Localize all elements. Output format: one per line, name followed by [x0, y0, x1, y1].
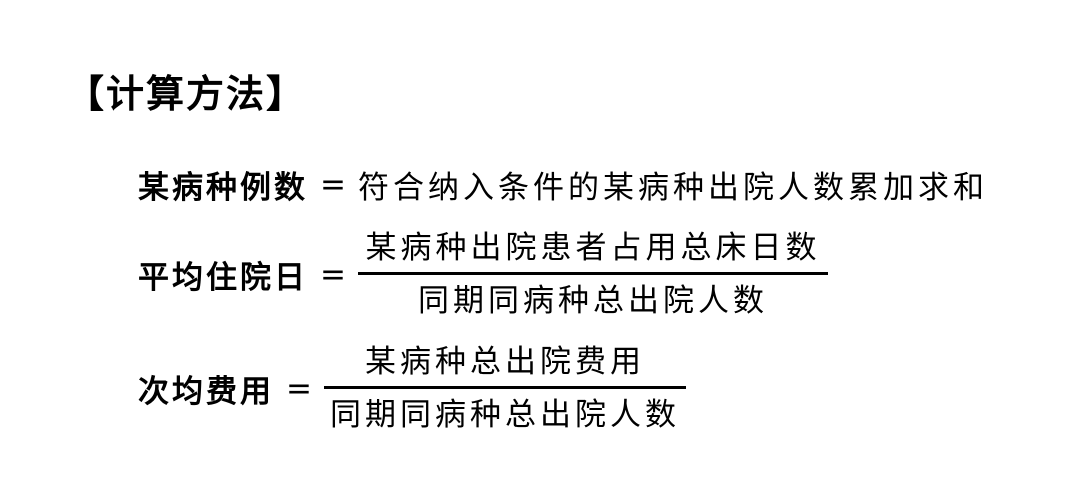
equals-sign: = [320, 166, 346, 203]
formula-term: 某病种例数 [138, 170, 308, 206]
formula-definition: 符合纳入条件的某病种出院人数累加求和 [357, 170, 988, 206]
section-title: 【计算方法】 [66, 72, 307, 116]
fraction: 某病种出院患者占用总床日数 同期同病种总出院人数 [357, 228, 828, 321]
fraction-denominator: 同期同病种总出院人数 [329, 397, 680, 433]
formula-average-cost: 次均费用 = 某病种总出院费用 同期同病种总出院人数 [138, 342, 686, 435]
fraction-denominator: 同期同病种总出院人数 [417, 283, 768, 319]
formula-average-stay: 平均住院日 = 某病种出院患者占用总床日数 同期同病种总出院人数 [138, 228, 828, 321]
fraction-bar [357, 272, 828, 275]
fraction: 某病种总出院费用 同期同病种总出院人数 [323, 342, 686, 435]
formula-term: 次均费用 [138, 374, 274, 410]
fraction-numerator: 某病种总出院费用 [364, 344, 645, 380]
formula-term: 平均住院日 [138, 260, 308, 296]
equals-sign: = [286, 370, 312, 407]
fraction-numerator: 某病种出院患者占用总床日数 [365, 230, 821, 266]
equals-sign: = [320, 256, 346, 293]
fraction-bar [323, 386, 686, 389]
formula-case-count: 某病种例数 = 符合纳入条件的某病种出院人数累加求和 [138, 162, 988, 207]
